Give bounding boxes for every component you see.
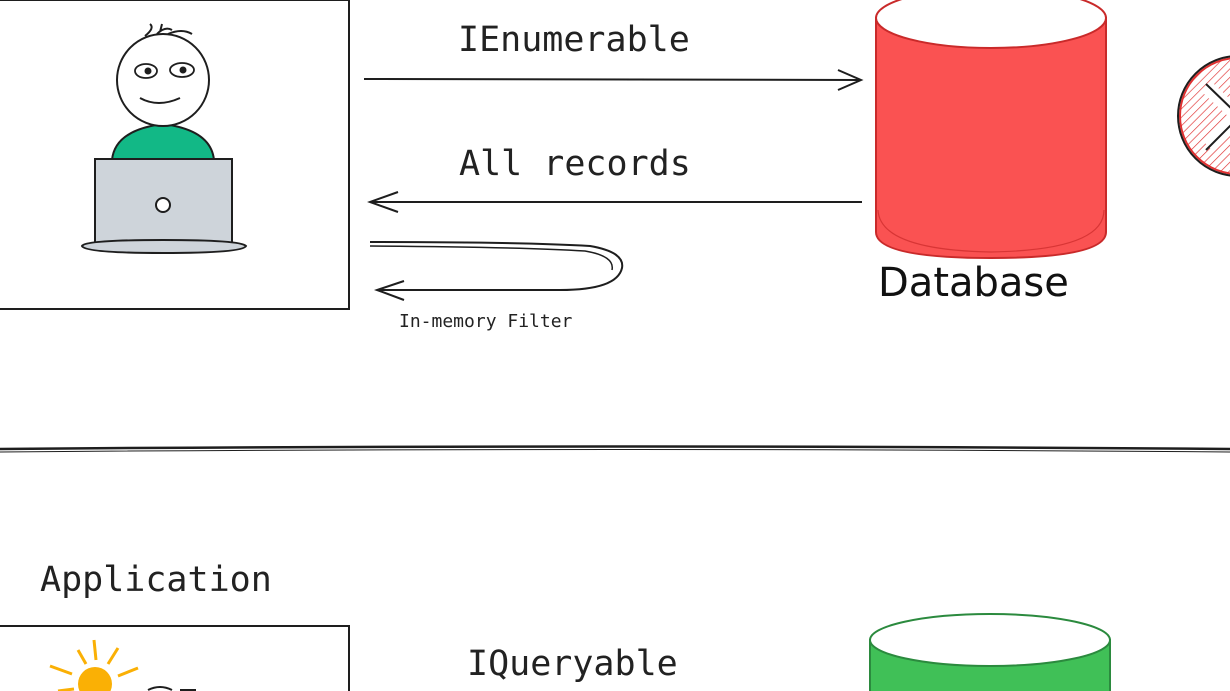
in-memory-filter-arrow: [369, 241, 624, 301]
enumerable-label: IEnumerable: [458, 20, 690, 60]
application-label: Application: [40, 560, 272, 600]
section-divider: [0, 445, 1230, 451]
error-x-icon: [1177, 55, 1230, 177]
all-records-arrow: [367, 191, 863, 213]
enumerable-arrow: [363, 69, 864, 91]
bottom-application-box: [0, 625, 350, 691]
top-application-box: [0, 0, 350, 310]
all-records-label: All records: [459, 144, 691, 184]
in-memory-filter-label: In-memory Filter: [399, 311, 573, 332]
database-cylinder-green: [869, 613, 1111, 691]
database-label: Database: [878, 260, 1069, 306]
database-cylinder-red: [875, 0, 1107, 260]
lightbulb-icon: [49, 639, 196, 691]
queryable-label: IQueryable: [467, 644, 678, 684]
person-at-laptop-icon: [80, 23, 248, 255]
